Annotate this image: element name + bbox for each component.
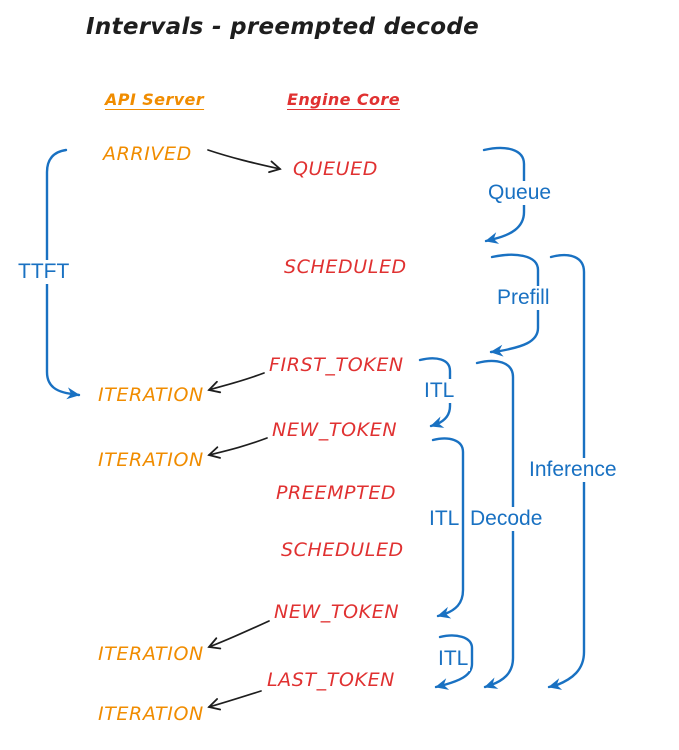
column-header-engine-core: Engine Core: [287, 90, 400, 109]
interval-label-decode: Decode: [468, 507, 545, 531]
arrow-first-token-to-iteration: [207, 372, 265, 394]
itl-bracket-1: [418, 357, 452, 428]
decode-bracket: [475, 359, 515, 689]
arrow-new-token-to-iteration-1: [207, 437, 268, 459]
arrow-new-token-to-iteration-2: [207, 620, 270, 650]
event-new-token-1: NEW_TOKEN: [272, 419, 398, 441]
event-last-token: LAST_TOKEN: [267, 669, 395, 691]
interval-label-queue: Queue: [486, 181, 554, 205]
interval-label-inference: Inference: [527, 458, 619, 482]
itl-bracket-2: [431, 437, 465, 619]
interval-label-prefill: Prefill: [495, 286, 552, 310]
event-scheduled-1: SCHEDULED: [284, 256, 407, 278]
interval-label-itl-1: ITL: [422, 379, 457, 403]
interval-label-itl-2: ITL: [427, 507, 462, 531]
event-iteration-4: ITERATION: [98, 703, 204, 725]
event-scheduled-2: SCHEDULED: [281, 539, 404, 561]
event-preempted: PREEMPTED: [276, 482, 397, 504]
event-iteration-2: ITERATION: [98, 449, 204, 471]
itl-bracket-3: [434, 634, 474, 690]
inference-bracket: [547, 253, 586, 690]
prefill-bracket: [489, 253, 540, 357]
page-title: Intervals - preempted decode: [86, 14, 479, 40]
arrow-last-token-to-iteration: [207, 690, 262, 711]
event-new-token-2: NEW_TOKEN: [274, 601, 400, 623]
event-iteration-1: ITERATION: [98, 384, 204, 406]
interval-label-itl-3: ITL: [436, 647, 471, 671]
event-iteration-3: ITERATION: [98, 643, 204, 665]
ttft-bracket: [45, 148, 81, 400]
event-arrived: ARRIVED: [103, 143, 192, 165]
interval-label-ttft: TTFT: [16, 260, 72, 284]
event-queued: QUEUED: [293, 158, 379, 180]
arrow-arrived-to-queued: [207, 149, 282, 174]
queue-bracket: [482, 146, 526, 244]
column-header-api-server: API Server: [105, 90, 205, 109]
event-first-token: FIRST_TOKEN: [269, 354, 404, 376]
